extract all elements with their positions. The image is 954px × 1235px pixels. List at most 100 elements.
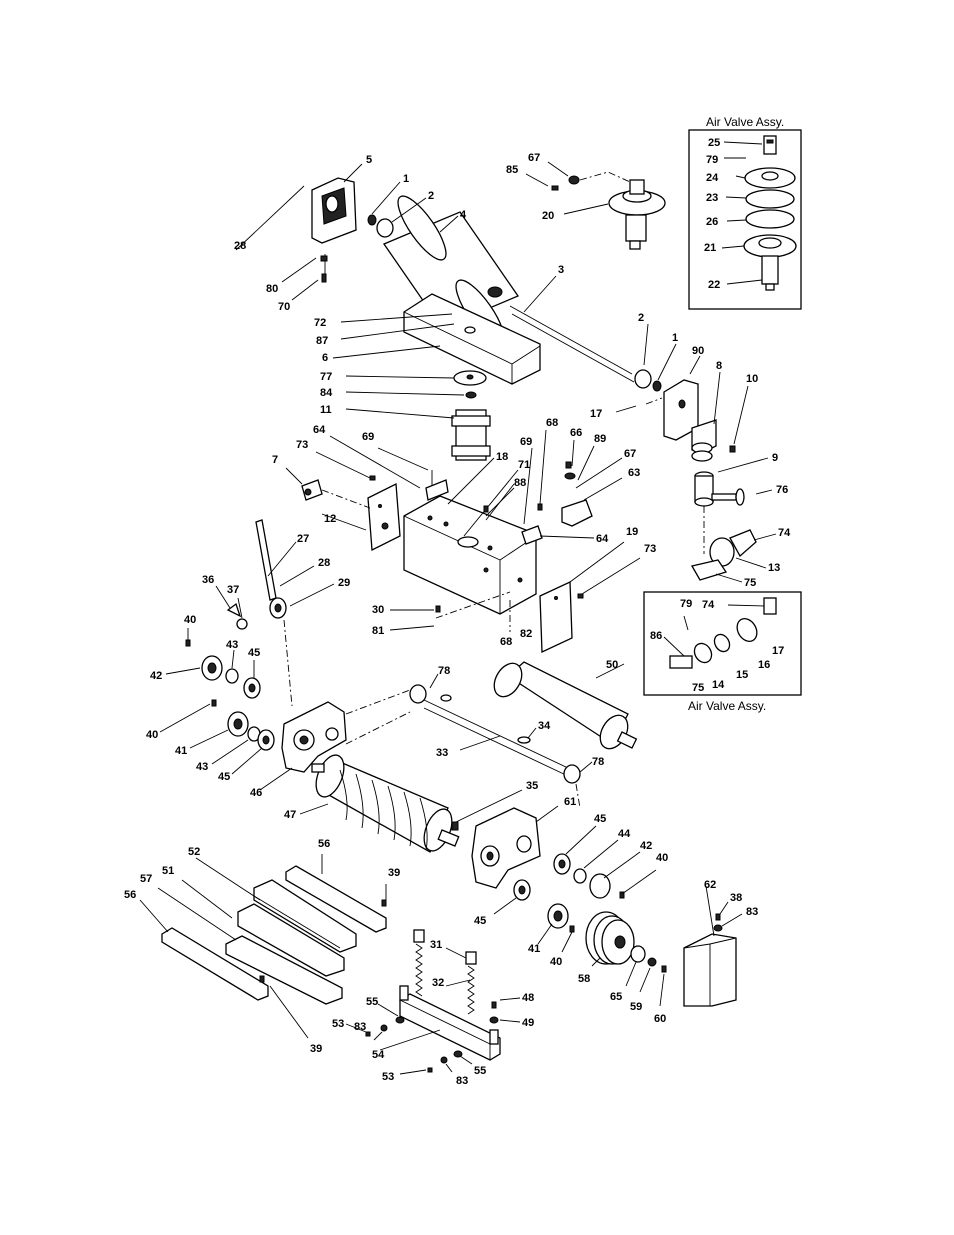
callout-51: 51 xyxy=(162,865,174,877)
callout-42: 42 xyxy=(150,670,162,682)
callout-28: 28 xyxy=(234,240,246,252)
callout-83c: 83 xyxy=(456,1075,468,1087)
callout-69: 69 xyxy=(362,431,374,443)
air-valve-assy-upper-inset: Air Valve Assy. xyxy=(688,115,802,310)
callout-43b: 43 xyxy=(196,761,208,773)
callout-26: 26 xyxy=(706,216,718,228)
callout-68b: 68 xyxy=(500,636,512,648)
callout-15: 15 xyxy=(736,669,748,681)
callout-22: 22 xyxy=(708,279,720,291)
callout-1b: 1 xyxy=(672,332,678,344)
callout-64: 64 xyxy=(313,424,326,436)
callout-86: 86 xyxy=(650,630,662,642)
callout-18: 18 xyxy=(496,451,508,463)
callout-75: 75 xyxy=(744,577,756,589)
callout-20: 20 xyxy=(542,210,554,222)
callout-37: 37 xyxy=(227,584,239,596)
callout-33: 33 xyxy=(436,747,448,759)
callout-25: 25 xyxy=(708,137,720,149)
callout-14: 14 xyxy=(712,679,725,691)
callout-79b: 79 xyxy=(680,598,692,610)
callout-42b: 42 xyxy=(640,840,652,852)
callout-58: 58 xyxy=(578,973,590,985)
callout-84: 84 xyxy=(320,387,333,399)
callout-2b: 2 xyxy=(638,312,644,324)
callout-6: 6 xyxy=(322,352,328,364)
callout-85: 85 xyxy=(506,164,518,176)
callout-29: 29 xyxy=(338,577,350,589)
callout-41b: 41 xyxy=(528,943,540,955)
callout-43: 43 xyxy=(226,639,238,651)
callout-40: 40 xyxy=(184,614,196,626)
callout-66: 66 xyxy=(570,427,582,439)
callout-17b: 17 xyxy=(772,645,784,657)
callout-30: 30 xyxy=(372,604,384,616)
left-plate-12 xyxy=(285,435,449,552)
callout-56: 56 xyxy=(318,838,330,850)
left-bearing-stack xyxy=(159,628,275,775)
pulley-58 xyxy=(585,911,667,1007)
callout-49: 49 xyxy=(522,1017,534,1029)
callout-68: 68 xyxy=(546,417,558,429)
callout-3: 3 xyxy=(558,264,564,276)
callout-7: 7 xyxy=(272,454,278,466)
callout-40b: 40 xyxy=(146,729,158,741)
callout-34: 34 xyxy=(538,720,551,732)
callout-70: 70 xyxy=(278,301,290,313)
cross-beam-6 xyxy=(332,293,541,385)
callout-23: 23 xyxy=(706,192,718,204)
callout-45c: 45 xyxy=(594,813,606,825)
callout-79: 79 xyxy=(706,154,718,166)
callout-74: 74 xyxy=(778,527,791,539)
callout-labels: 5 28 80 70 1 2 4 67 85 20 3 72 87 6 77 8… xyxy=(124,137,791,1087)
callout-88: 88 xyxy=(514,477,526,489)
callout-47: 47 xyxy=(284,809,296,821)
callout-19: 19 xyxy=(626,526,638,538)
callout-60: 60 xyxy=(654,1013,666,1025)
bed-bars xyxy=(139,854,387,1039)
callout-56b: 56 xyxy=(124,889,136,901)
callout-54: 54 xyxy=(372,1049,385,1061)
callout-57: 57 xyxy=(140,873,152,885)
callout-76: 76 xyxy=(776,484,788,496)
callout-78: 78 xyxy=(438,665,450,677)
right-side-frame-61 xyxy=(471,805,559,889)
upper-inset-title: Air Valve Assy. xyxy=(706,115,784,129)
callout-59: 59 xyxy=(630,1001,642,1013)
callout-73b: 73 xyxy=(644,543,656,555)
callout-45b: 45 xyxy=(218,771,230,783)
right-plate-19 xyxy=(539,541,641,654)
callout-80: 80 xyxy=(266,283,278,295)
right-bearing-stack xyxy=(493,825,657,953)
callout-17: 17 xyxy=(590,408,602,420)
callout-28b: 28 xyxy=(318,557,330,569)
callout-4: 4 xyxy=(460,209,467,221)
callout-36: 36 xyxy=(202,574,214,586)
callout-63: 63 xyxy=(628,467,640,479)
callout-83: 83 xyxy=(746,906,758,918)
callout-89: 89 xyxy=(594,433,606,445)
callout-55: 55 xyxy=(366,996,378,1008)
callout-27: 27 xyxy=(297,533,309,545)
callout-10: 10 xyxy=(746,373,758,385)
switch-bracket-63 xyxy=(483,429,623,545)
callout-39: 39 xyxy=(388,867,400,879)
side-bracket-5 xyxy=(235,163,363,301)
callout-48: 48 xyxy=(522,992,534,1004)
callout-81: 81 xyxy=(372,625,384,637)
callout-71: 71 xyxy=(518,459,530,471)
callout-69b: 69 xyxy=(520,436,532,448)
left-side-frame-46 xyxy=(259,689,411,791)
guard-box-62 xyxy=(683,885,743,1007)
callout-46: 46 xyxy=(250,787,262,799)
callout-74b: 74 xyxy=(702,599,715,611)
callout-65: 65 xyxy=(610,991,622,1003)
main-frame-18 xyxy=(403,457,537,632)
callout-40c: 40 xyxy=(656,852,668,864)
callout-78b: 78 xyxy=(592,756,604,768)
callout-77: 77 xyxy=(320,371,332,383)
callout-45d: 45 xyxy=(474,915,486,927)
callout-45: 45 xyxy=(248,647,260,659)
roller-50 xyxy=(409,661,638,809)
callout-40d: 40 xyxy=(550,956,562,968)
